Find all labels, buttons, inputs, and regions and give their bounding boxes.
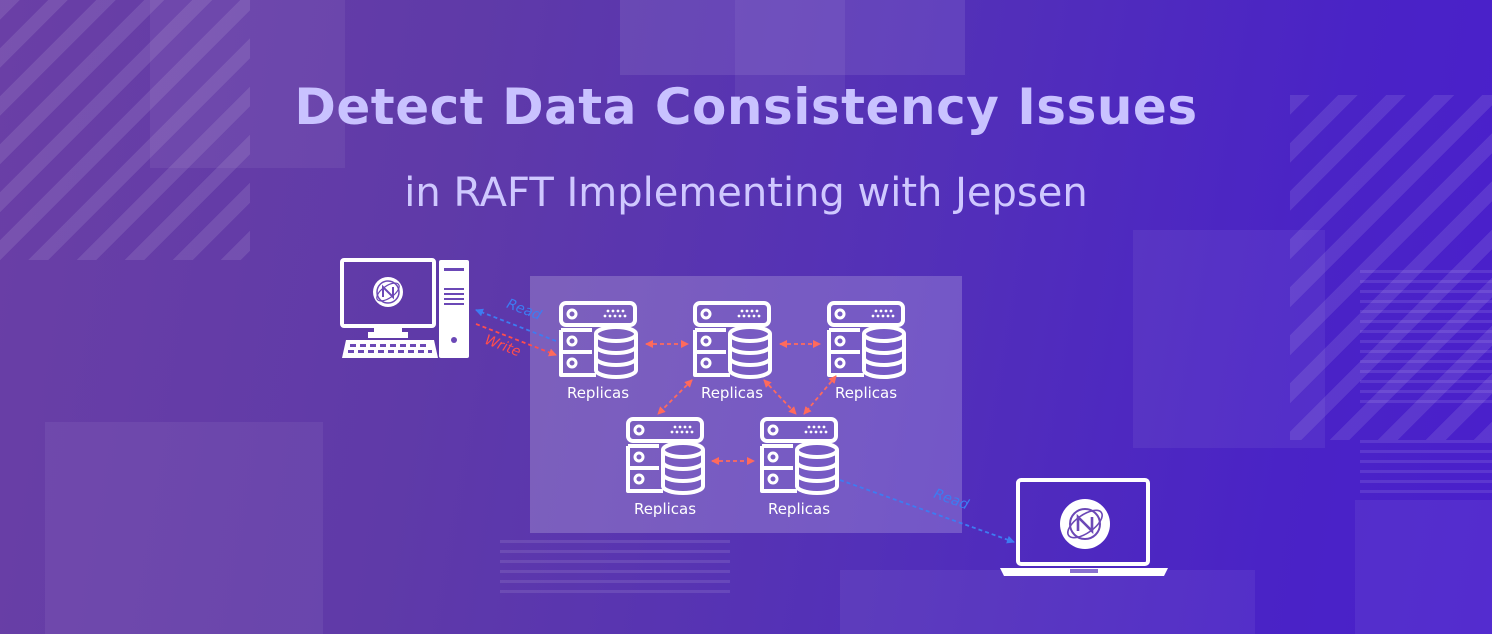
bg-stripes [0, 0, 250, 260]
replica-label: Replicas [834, 384, 898, 402]
replica-link [763, 379, 797, 415]
server-database-icon [558, 300, 638, 380]
bg-panel [150, 0, 345, 168]
laptop-icon [1000, 478, 1168, 576]
replica-label: Replicas [633, 500, 697, 518]
desktop-computer-icon [340, 258, 469, 358]
server-database-icon [625, 416, 705, 496]
replica-label: Replicas [767, 500, 831, 518]
bg-panel [620, 0, 965, 75]
laptop-read-arrow [839, 479, 1015, 544]
bg-panel [45, 422, 323, 634]
bg-panel [735, 0, 845, 100]
bg-panel [1355, 500, 1492, 634]
bg-lines [1360, 440, 1492, 500]
server-database-icon [759, 416, 839, 496]
bg-lines [1360, 270, 1492, 410]
bg-panel [840, 570, 1255, 634]
desktop-write-arrow [475, 323, 557, 357]
bg-panel [1133, 230, 1325, 448]
bg-lines [500, 540, 730, 600]
page-title: Detect Data Consistency Issues [294, 78, 1198, 136]
server-database-icon [692, 300, 772, 380]
replica-cluster [530, 276, 962, 533]
replica-label: Replicas [700, 384, 764, 402]
replica-link [803, 375, 837, 415]
page-subtitle: in RAFT Implementing with Jepsen [404, 170, 1088, 216]
server-database-icon [826, 300, 906, 380]
replica-link [657, 379, 693, 415]
bg-stripes [1290, 95, 1492, 440]
replica-label: Replicas [566, 384, 630, 402]
desktop-read-arrow [475, 308, 557, 342]
